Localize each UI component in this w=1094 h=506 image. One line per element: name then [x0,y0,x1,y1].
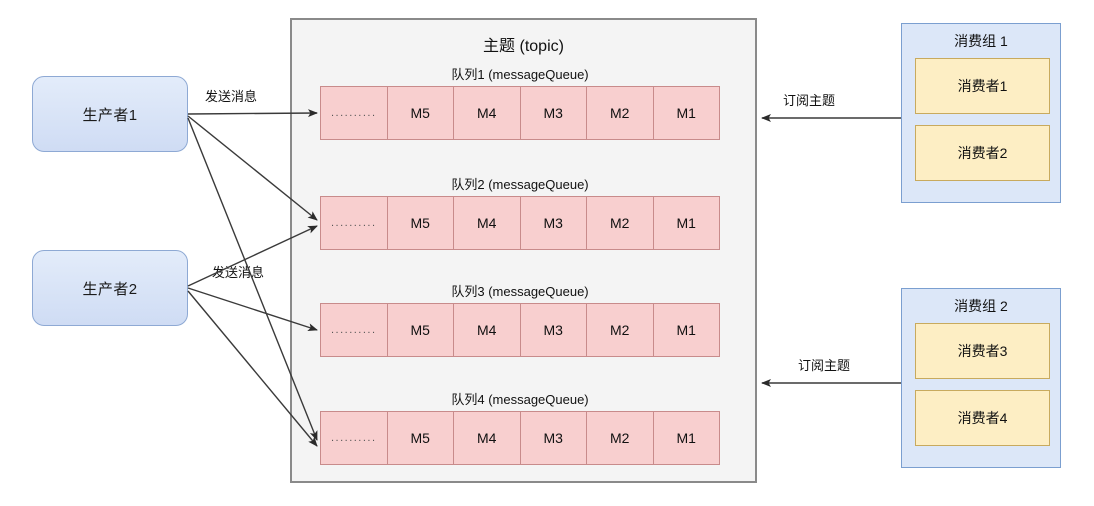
queue-label-2: 队列2 (messageQueue) [451,177,589,192]
queue-cell-message: M4 [454,304,521,356]
producer-label: 生产者1 [82,106,138,124]
consumer-box[interactable]: 消费者3 [915,323,1050,379]
send-message-label-2: 发送消息 [212,265,265,280]
consumer-label: 消费者3 [957,343,1008,359]
queue-cell-ellipsis: .......... [321,304,388,356]
queue-cell-message: M2 [587,87,654,139]
queue-cell-message: M2 [587,412,654,464]
producer-box-1[interactable]: 生产者1 [32,76,188,152]
consumer-box[interactable]: 消费者2 [915,125,1050,181]
queue-cell-message: M3 [520,87,587,139]
subscribe-topic-label-1: 订阅主题 [783,93,836,108]
queue-cell-message: M1 [653,87,719,139]
queue-label-4: 队列4 (messageQueue) [451,392,589,407]
consumer-group-2[interactable]: 消费组 2 消费者3 消费者4 [901,288,1061,468]
consumer-label: 消费者4 [957,410,1008,426]
queue-cell-message: M5 [387,304,454,356]
queue-label-3: 队列3 (messageQueue) [451,284,589,299]
consumer-group-title: 消费组 1 [954,33,1008,49]
consumer-group-1[interactable]: 消费组 1 消费者1 消费者2 [901,23,1061,203]
queue-cell-message: M1 [653,412,719,464]
queue-cell-message: M5 [387,87,454,139]
queue-cell-message: M4 [454,197,521,249]
topic-title: 主题 (topic) [483,38,564,55]
consumer-label: 消费者2 [957,145,1008,161]
queue-cell-message: M3 [520,412,587,464]
queue-cell-message: M5 [387,197,454,249]
queue-cell-message: M2 [587,304,654,356]
queue-cell-message: M3 [520,197,587,249]
queue-cell-message: M4 [454,87,521,139]
consumer-box[interactable]: 消费者1 [915,58,1050,114]
subscribe-topic-label-2: 订阅主题 [798,358,851,373]
queue-cell-message: M1 [653,304,719,356]
queue-cell-message: M5 [387,412,454,464]
consumer-group-title: 消费组 2 [954,298,1008,314]
queue-label-1: 队列1 (messageQueue) [451,67,589,82]
consumer-box[interactable]: 消费者4 [915,390,1050,446]
producer-box-2[interactable]: 生产者2 [32,250,188,326]
consumer-label: 消费者1 [957,78,1008,94]
queue-cell-ellipsis: .......... [321,87,388,139]
queue-cell-message: M2 [587,197,654,249]
queue-cell-ellipsis: .......... [321,197,388,249]
queue-cell-message: M4 [454,412,521,464]
send-message-label-1: 发送消息 [205,89,258,104]
queue-cell-message: M1 [653,197,719,249]
producer-label: 生产者2 [82,280,138,298]
queue-cell-ellipsis: .......... [321,412,388,464]
queue-cell-message: M3 [520,304,587,356]
